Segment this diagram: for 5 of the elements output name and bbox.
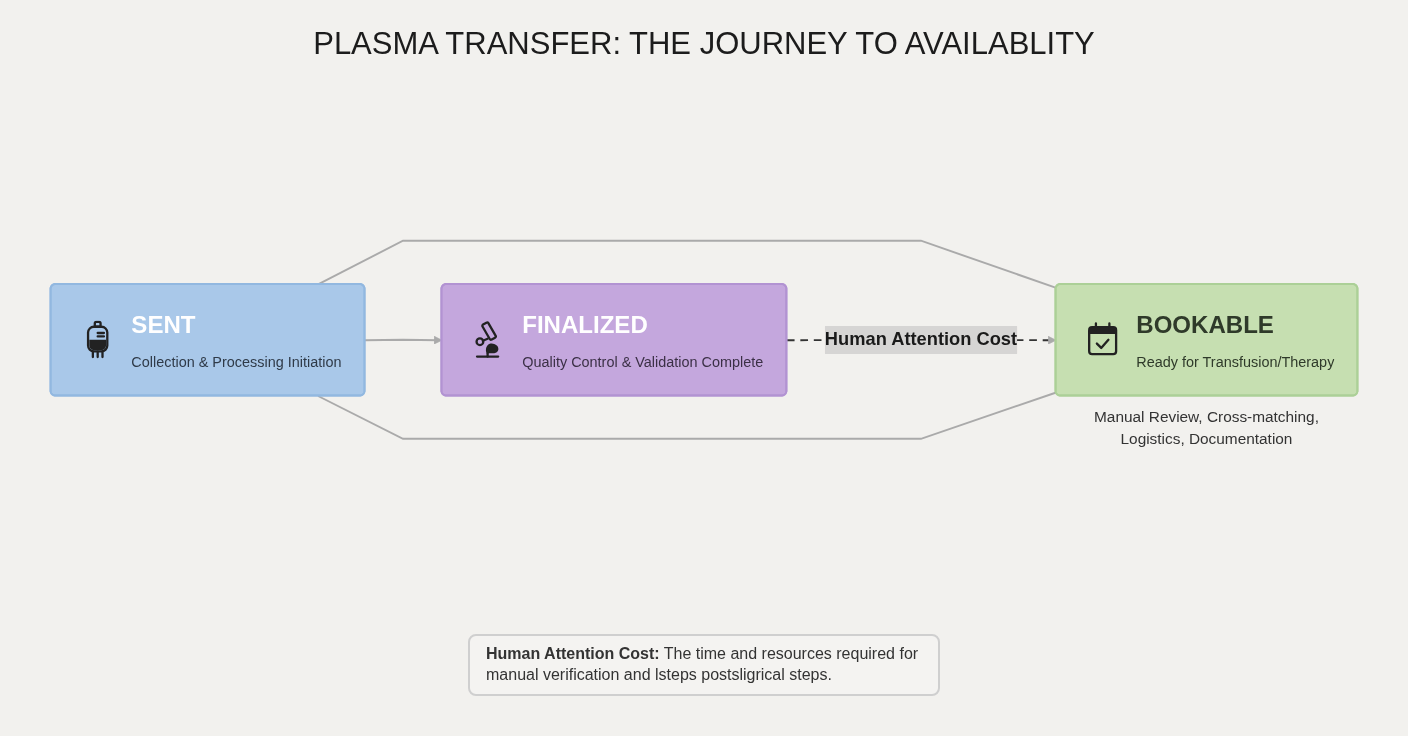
edge-label: Human Attention Cost <box>824 328 1018 350</box>
connector <box>317 391 1058 440</box>
diagram-title: PLASMA TRANSFER: THE JOURNEY TO AVAILABLITY <box>313 26 1095 62</box>
definition-note: Human Attention Cost: The time and resources required for manual verification and lsteps postsligrical steps. <box>468 634 940 696</box>
node-note: Manual Review, Cross-matching, Logistics, Documentation <box>1094 409 1319 447</box>
